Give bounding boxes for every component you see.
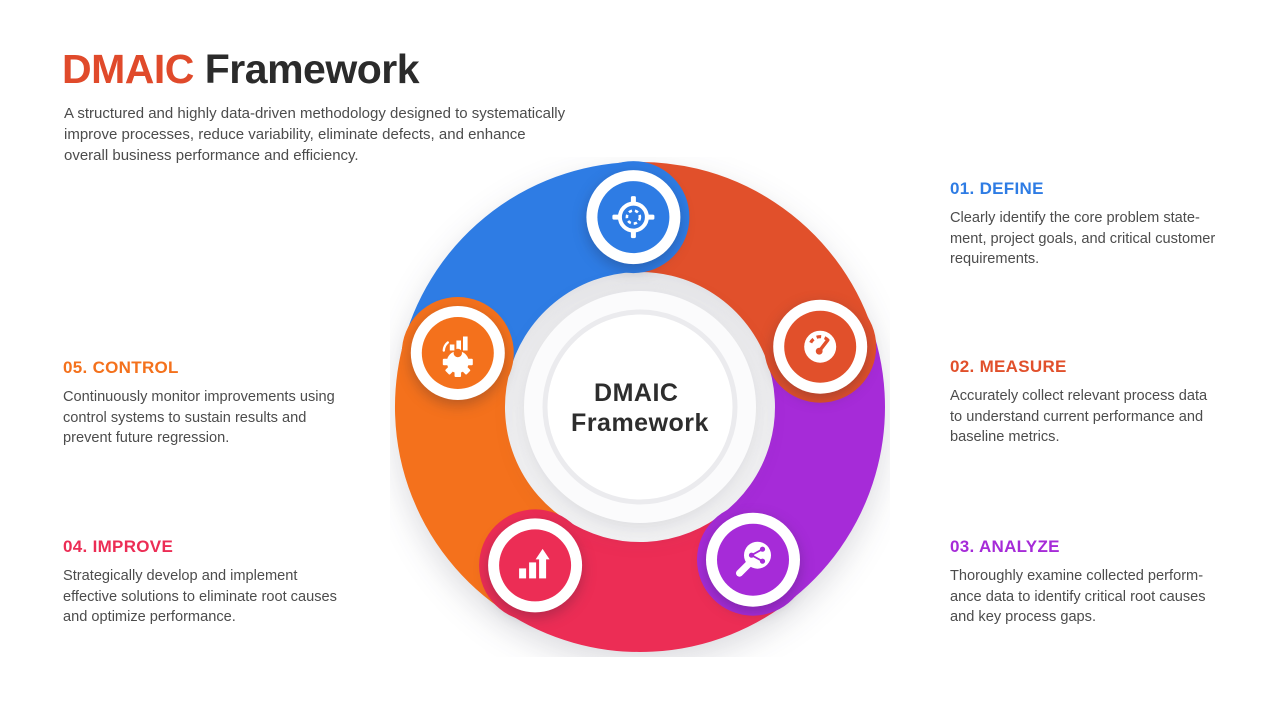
panel-measure-text: to understand current performance and (950, 408, 1204, 425)
step-name: MEASURE (979, 357, 1067, 376)
page-title-rest: Framework (193, 46, 420, 92)
panel-define-heading: 01. DEFINE (950, 179, 1240, 199)
center-disc: DMAIC Framework (524, 291, 756, 523)
panel-improve-text: effective solutions to eliminate root ca… (63, 588, 337, 605)
step-number: 05. (63, 358, 88, 377)
badge-measure (773, 299, 868, 394)
panel-define-text: ment, project goals, and critical custom… (950, 230, 1216, 247)
panel-analyze: 03. ANALYZE Thoroughly examine collected… (950, 537, 1240, 628)
panel-measure-text: Accurately collect relevant process data (950, 388, 1208, 404)
panel-improve: 04. IMPROVE Strategically develop and im… (63, 537, 353, 628)
magnifier-network-icon (736, 541, 771, 577)
page-title-accent: DMAIC (62, 46, 194, 92)
step-name: IMPROVE (92, 537, 174, 556)
badge-improve (488, 518, 583, 613)
panel-define: 01. DEFINE Clearly identify the core pro… (950, 179, 1240, 270)
step-name: DEFINE (979, 179, 1044, 198)
step-name: ANALYZE (978, 537, 1060, 556)
step-number: 04. (63, 537, 88, 556)
step-number: 02. (950, 357, 975, 376)
panel-improve-text: Strategically develop and implement (63, 568, 298, 584)
target-icon (612, 196, 655, 239)
center-label: DMAIC Framework (571, 379, 709, 437)
panel-measure-text: baseline metrics. (950, 429, 1060, 445)
panel-control-heading: 05. CONTROL (63, 358, 353, 378)
panel-control-text: Continuously monitor improvements using (63, 389, 335, 405)
panel-analyze-text: and key process gaps. (950, 609, 1097, 625)
panel-define-text: requirements. (950, 251, 1040, 267)
panel-analyze-text: Thoroughly examine collected perform- (950, 568, 1204, 584)
page-subtitle: A structured and highly data-driven meth… (64, 103, 565, 166)
gauge-icon (804, 330, 837, 363)
panel-analyze-heading: 03. ANALYZE (950, 537, 1240, 557)
badge-define (586, 170, 681, 265)
badge-analyze (706, 512, 800, 607)
growth-bars-arrow-icon (519, 548, 550, 579)
step-number: 03. (950, 537, 975, 556)
badge-control (410, 306, 505, 400)
panel-improve-text: and optimize performance. (63, 609, 236, 625)
subtitle-line: overall business performance and efficie… (64, 147, 359, 164)
step-number: 01. (950, 179, 975, 198)
panel-measure-heading: 02. MEASURE (950, 357, 1240, 377)
dmaic-cycle-diagram: DMAIC Framework (395, 161, 885, 652)
step-name: CONTROL (92, 358, 179, 377)
panel-control-text: control systems to sustain results and (63, 409, 307, 426)
panel-control-text: prevent future regression. (63, 430, 230, 446)
gear-bars-icon (442, 336, 473, 377)
subtitle-line: A structured and highly data-driven meth… (64, 105, 566, 122)
panel-control: 05. CONTROL Continuously monitor improve… (63, 358, 353, 449)
panel-measure: 02. MEASURE Accurately collect relevant … (950, 357, 1240, 448)
panel-define-text: Clearly identify the core problem state- (950, 210, 1200, 226)
center-disc-inner (542, 309, 738, 505)
panel-analyze-text: ance data to identify critical root caus… (950, 588, 1206, 605)
panel-improve-heading: 04. IMPROVE (63, 537, 353, 557)
badge-define-disc (597, 181, 670, 254)
page-title: DMAIC Framework (62, 46, 420, 93)
subtitle-line: improve processes, reduce variability, e… (64, 126, 526, 143)
